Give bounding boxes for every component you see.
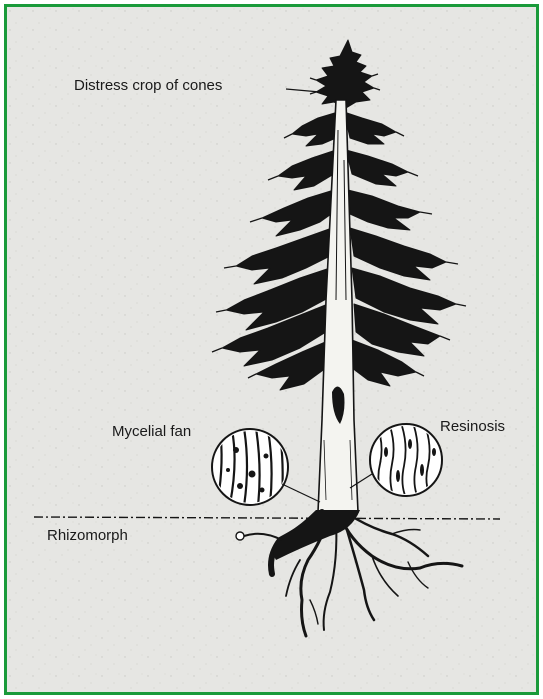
root-crown-mass [274, 510, 360, 560]
resinosis-inset [350, 424, 442, 498]
label-distress-crop: Distress crop of cones [74, 78, 222, 93]
label-rhizomorph: Rhizomorph [47, 528, 128, 543]
label-resinosis: Resinosis [440, 419, 505, 434]
ground-line [34, 517, 500, 519]
distress-pointer [286, 89, 320, 92]
mycelial-fan-inset [212, 428, 320, 506]
label-mycelial-fan: Mycelial fan [112, 424, 191, 439]
rhizomorph-strand [236, 532, 282, 540]
